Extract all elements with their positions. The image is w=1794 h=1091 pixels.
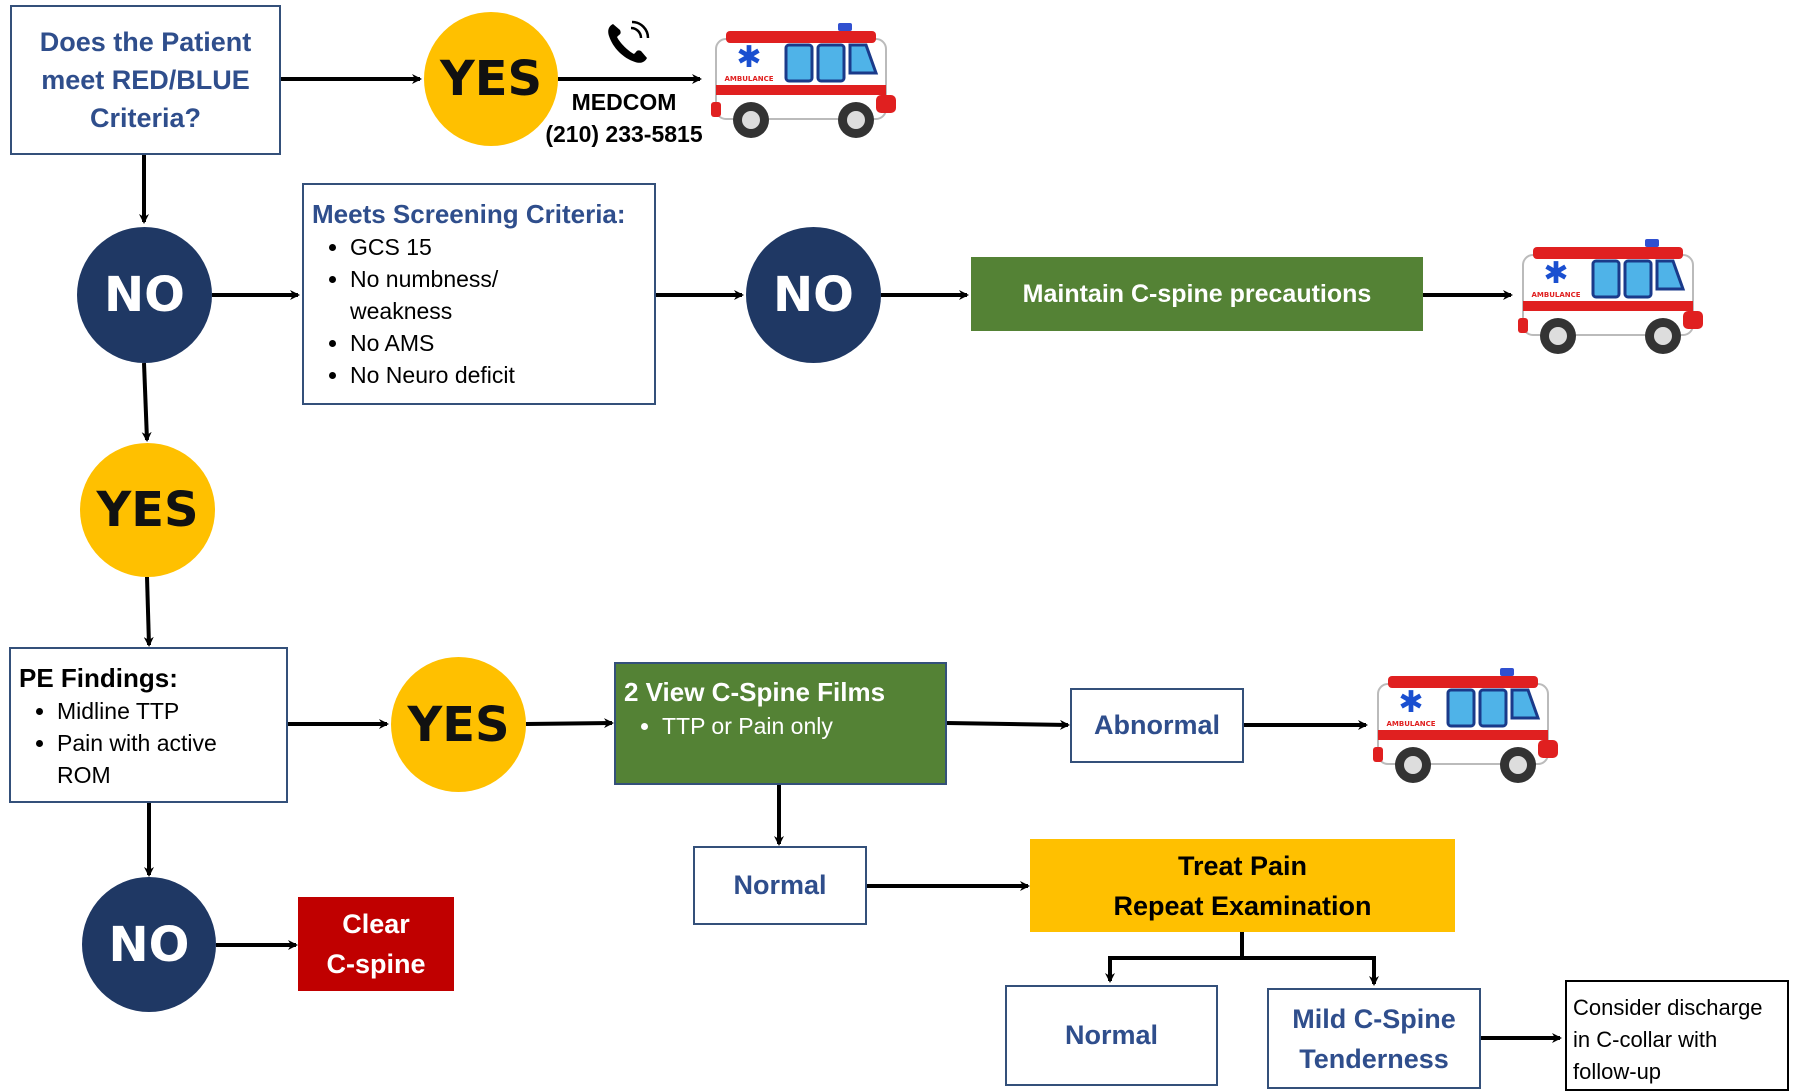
ambulance-text-top: AMBULANCE bbox=[724, 75, 773, 83]
normal2-text: Normal bbox=[1064, 1020, 1159, 1050]
svg-text:✱: ✱ bbox=[736, 40, 761, 75]
no-label: NO bbox=[108, 916, 190, 973]
no-label: NO bbox=[773, 267, 854, 323]
treat-line-1: Treat Pain bbox=[1177, 850, 1308, 881]
maintain-precautions-box: Maintain C-spine precautions bbox=[971, 257, 1423, 331]
screening-list: GCS 15 No numbness/ weakness No AMS No N… bbox=[312, 231, 646, 391]
screening-title: Meets Screening Criteria: bbox=[312, 199, 626, 229]
yes-label: YES bbox=[407, 696, 510, 753]
treat-line-2: Repeat Examination bbox=[1113, 890, 1372, 921]
yes-circle-top: YES bbox=[424, 12, 558, 146]
medcom-name: MEDCOM bbox=[571, 89, 677, 115]
ambulance-icon-right: ✱ AMBULANCE bbox=[1518, 239, 1703, 354]
start-line-3: Criteria? bbox=[89, 103, 202, 133]
clear-line-1: Clear bbox=[342, 909, 410, 939]
arrow-yes-to-pe bbox=[143, 576, 154, 647]
start-line-2: meet RED/BLUE bbox=[41, 65, 250, 95]
svg-text:✱: ✱ bbox=[1543, 256, 1568, 291]
treat-pain-box: Treat Pain Repeat Examination bbox=[1030, 839, 1455, 932]
discharge-line-3: follow-up bbox=[1573, 1059, 1662, 1084]
yes-circle-middle: YES bbox=[80, 443, 215, 577]
medcom-phone: (210) 233-5815 bbox=[545, 121, 703, 147]
normal-box: Normal bbox=[693, 846, 867, 925]
arrow-treat-to-mild bbox=[1242, 956, 1379, 986]
films-item: TTP or Pain only bbox=[662, 710, 937, 742]
no-circle-lower: NO bbox=[82, 877, 216, 1012]
films-title: 2 View C-Spine Films bbox=[624, 677, 886, 707]
normal-result-box: Normal bbox=[1005, 985, 1218, 1086]
discharge-line-2: in C-collar with bbox=[1573, 1027, 1718, 1052]
cspine-films-box: 2 View C-Spine Films TTP or Pain only bbox=[614, 662, 947, 785]
ambulance-text-right: AMBULANCE bbox=[1531, 291, 1580, 299]
ambulance-icon-lower: ✱ AMBULANCE bbox=[1373, 668, 1558, 783]
pe-title: PE Findings: bbox=[19, 663, 178, 693]
arrow-no-to-yes bbox=[141, 362, 152, 442]
maintain-text: Maintain C-spine precautions bbox=[1022, 279, 1372, 308]
screening-item: No Neuro deficit bbox=[350, 359, 646, 391]
pe-item: Pain with active ROM bbox=[57, 727, 237, 791]
screening-item: No numbness/ weakness bbox=[350, 263, 520, 327]
abnormal-box: Abnormal bbox=[1070, 688, 1244, 763]
yes-circle-lower: YES bbox=[391, 657, 526, 792]
svg-text:✱: ✱ bbox=[1398, 685, 1423, 720]
no-circle-2: NO bbox=[746, 227, 881, 363]
ambulance-text-lower: AMBULANCE bbox=[1386, 720, 1435, 728]
screening-item: GCS 15 bbox=[350, 231, 646, 263]
abnormal-text: Abnormal bbox=[1093, 710, 1220, 740]
pe-findings-box: PE Findings: Midline TTP Pain with activ… bbox=[9, 647, 288, 803]
screening-item: No AMS bbox=[350, 327, 646, 359]
normal-text: Normal bbox=[733, 870, 827, 900]
phone-icon bbox=[608, 20, 650, 63]
arrow-treat-to-normal bbox=[1105, 956, 1242, 983]
arrow-yes-to-films bbox=[525, 718, 614, 729]
ambulance-icon-top: ✱ AMBULANCE bbox=[711, 23, 896, 138]
clear-line-2: C-spine bbox=[326, 949, 426, 979]
screening-criteria-box: Meets Screening Criteria: GCS 15 No numb… bbox=[302, 183, 656, 405]
mild-tenderness-box: Mild C-Spine Tenderness bbox=[1267, 988, 1481, 1089]
start-line-1: Does the Patient bbox=[39, 27, 252, 57]
no-label: NO bbox=[104, 267, 185, 323]
films-list: TTP or Pain only bbox=[624, 710, 937, 742]
clear-cspine-box: Clear C-spine bbox=[298, 897, 454, 991]
mild-line-1: Mild C-Spine bbox=[1292, 1003, 1456, 1034]
no-circle-1: NO bbox=[77, 227, 212, 363]
discharge-box: Consider discharge in C-collar with foll… bbox=[1565, 980, 1789, 1091]
medcom-label: MEDCOM (210) 233-5815 bbox=[540, 86, 708, 150]
yes-label: YES bbox=[439, 51, 543, 107]
pe-list: Midline TTP Pain with active ROM bbox=[19, 695, 278, 791]
yes-label: YES bbox=[96, 482, 199, 538]
patient-criteria-box: Does the Patient meet RED/BLUE Criteria? bbox=[10, 5, 281, 155]
pe-item: Midline TTP bbox=[57, 695, 278, 727]
discharge-line-1: Consider discharge bbox=[1573, 995, 1763, 1020]
arrow-films-to-abnormal bbox=[946, 719, 1070, 730]
mild-line-2: Tenderness bbox=[1299, 1043, 1449, 1074]
